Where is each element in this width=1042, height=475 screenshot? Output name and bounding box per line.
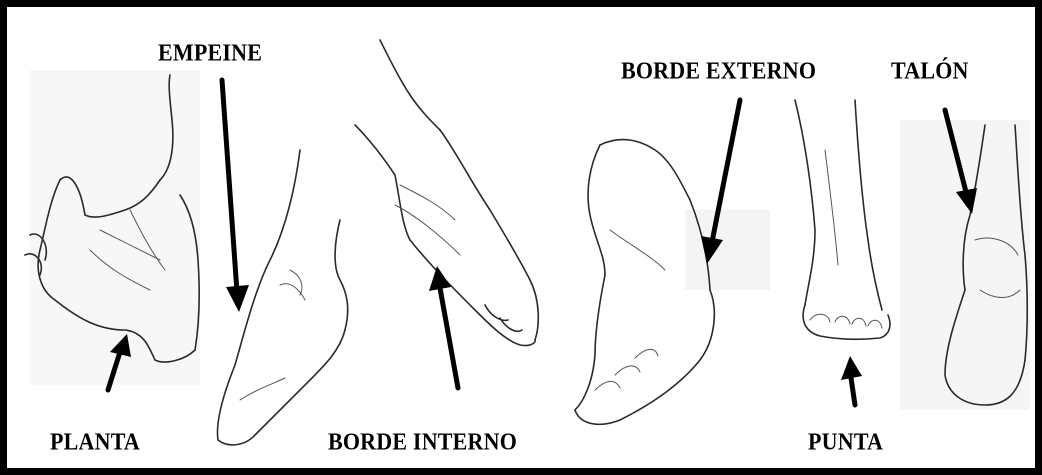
arrow-empeine [222,80,249,312]
label-borde-externo: BORDE EXTERNO [621,56,816,85]
foot-sketch-front [795,100,890,339]
label-empeine: EMPEINE [158,38,262,67]
foot-sketch-heel [900,120,1030,410]
label-planta: PLANTA [50,427,140,456]
arrow-borde-interno [429,266,458,388]
label-borde-interno: BORDE INTERNO [328,427,517,456]
arrow-punta [841,356,862,405]
label-talon: TALÓN [891,56,969,85]
foot-sketches [7,7,1035,468]
label-punta: PUNTA [808,427,883,456]
foot-sketch-outer [575,140,770,425]
foot-sketch-sole [25,70,200,385]
foot-sketch-inner [355,40,538,346]
